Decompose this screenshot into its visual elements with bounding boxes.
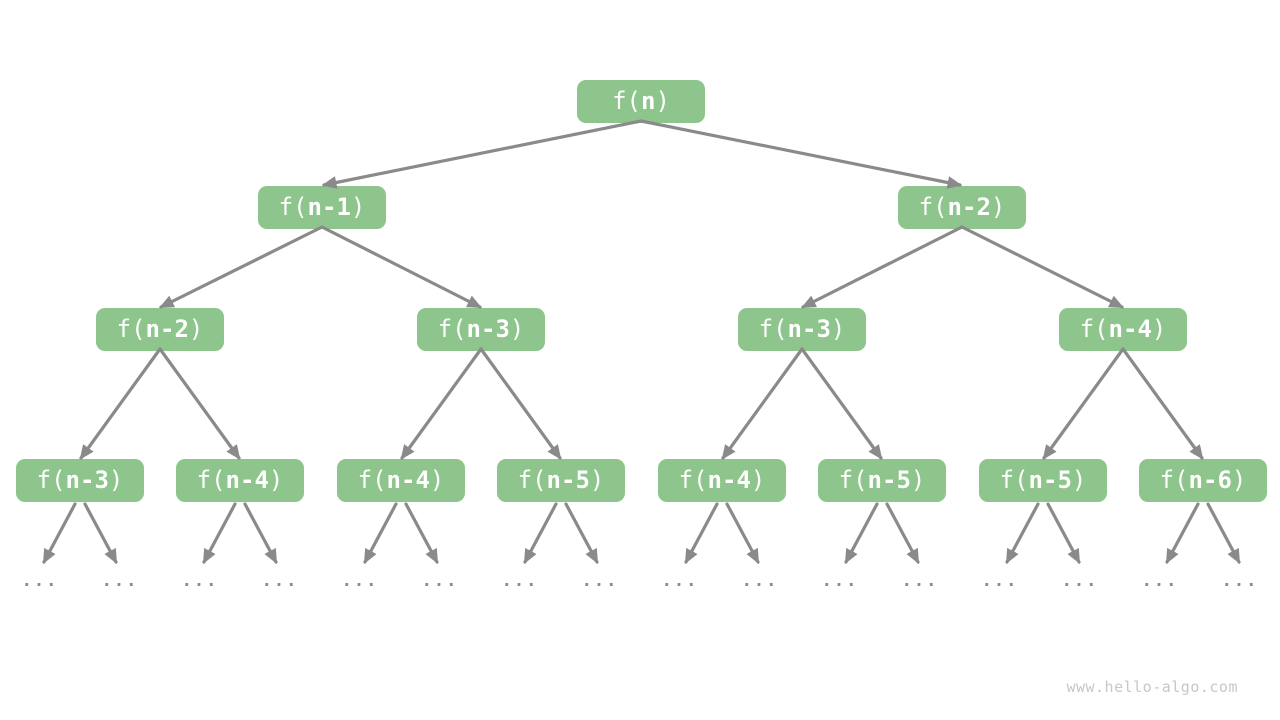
ellipsis: ... xyxy=(581,571,619,591)
tree-node: f(n-3) xyxy=(417,308,545,351)
ellipsis: ... xyxy=(21,571,59,591)
tree-node: f(n-2) xyxy=(898,186,1026,229)
node-label-var: n-4 xyxy=(1108,315,1152,343)
tree-node: f(n-4) xyxy=(176,459,304,502)
ellipsis: ... xyxy=(741,571,779,591)
ellipsis: ... xyxy=(1221,571,1259,591)
node-label-var: n-3 xyxy=(65,466,109,494)
node-label-pre: f( xyxy=(918,193,948,221)
node-label-post: ) xyxy=(268,466,284,494)
node-label-var: n-4 xyxy=(707,466,751,494)
ellipsis: ... xyxy=(421,571,459,591)
node-label-var: n-2 xyxy=(145,315,189,343)
node-label-var: n-5 xyxy=(1028,466,1072,494)
ellipsis: ... xyxy=(1141,571,1179,591)
tree-node: f(n-3) xyxy=(738,308,866,351)
tree-node: f(n-5) xyxy=(497,459,625,502)
node-label-var: n-3 xyxy=(787,315,831,343)
node-label-post: ) xyxy=(188,315,204,343)
node-label-post: ) xyxy=(1231,466,1247,494)
node-label-pre: f( xyxy=(116,315,146,343)
node-label-post: ) xyxy=(429,466,445,494)
node-label-pre: f( xyxy=(678,466,708,494)
node-label-post: ) xyxy=(1071,466,1087,494)
node-label-post: ) xyxy=(750,466,766,494)
node-label-var: n xyxy=(641,87,656,115)
node-label-post: ) xyxy=(910,466,926,494)
ellipsis: ... xyxy=(821,571,859,591)
ellipsis: ... xyxy=(981,571,1019,591)
node-label-pre: f( xyxy=(838,466,868,494)
tree-node: f(n-4) xyxy=(1059,308,1187,351)
tree-node: f(n-4) xyxy=(337,459,465,502)
node-label-post: ) xyxy=(350,193,366,221)
node-label-post: ) xyxy=(589,466,605,494)
node-label-post: ) xyxy=(1151,315,1167,343)
node-label-post: ) xyxy=(509,315,525,343)
tree-node: f(n-4) xyxy=(658,459,786,502)
tree-node: f(n-6) xyxy=(1139,459,1267,502)
tree-node: f(n-5) xyxy=(979,459,1107,502)
watermark: www.hello-algo.com xyxy=(1066,678,1238,696)
ellipsis: ... xyxy=(661,571,699,591)
node-label-var: n-6 xyxy=(1188,466,1232,494)
node-label-post: ) xyxy=(830,315,846,343)
node-label-pre: f( xyxy=(517,466,547,494)
tree-node: f(n) xyxy=(577,80,705,123)
node-label-pre: f( xyxy=(612,87,641,115)
node-label-pre: f( xyxy=(36,466,66,494)
tree-node: f(n-1) xyxy=(258,186,386,229)
node-label-post: ) xyxy=(990,193,1006,221)
ellipsis: ... xyxy=(341,571,379,591)
tree-node: f(n-5) xyxy=(818,459,946,502)
node-label-pre: f( xyxy=(1079,315,1109,343)
ellipsis: ... xyxy=(101,571,139,591)
node-label-pre: f( xyxy=(999,466,1029,494)
node-label-var: n-5 xyxy=(867,466,911,494)
node-label-var: n-2 xyxy=(947,193,991,221)
node-label-pre: f( xyxy=(758,315,788,343)
node-label-pre: f( xyxy=(278,193,308,221)
ellipsis: ... xyxy=(261,571,299,591)
ellipsis: ... xyxy=(501,571,539,591)
tree-node: f(n-2) xyxy=(96,308,224,351)
ellipsis: ... xyxy=(1061,571,1099,591)
node-label-pre: f( xyxy=(357,466,387,494)
node-label-var: n-4 xyxy=(386,466,430,494)
tree-node: f(n-3) xyxy=(16,459,144,502)
node-label-var: n-1 xyxy=(307,193,351,221)
node-label-var: n-5 xyxy=(546,466,590,494)
node-label-pre: f( xyxy=(437,315,467,343)
ellipsis: ... xyxy=(901,571,939,591)
node-label-var: n-3 xyxy=(466,315,510,343)
node-label-post: ) xyxy=(655,87,670,115)
node-label-pre: f( xyxy=(1159,466,1189,494)
node-label-pre: f( xyxy=(196,466,226,494)
ellipsis: ... xyxy=(181,571,219,591)
node-label-var: n-4 xyxy=(225,466,269,494)
node-label-post: ) xyxy=(108,466,124,494)
